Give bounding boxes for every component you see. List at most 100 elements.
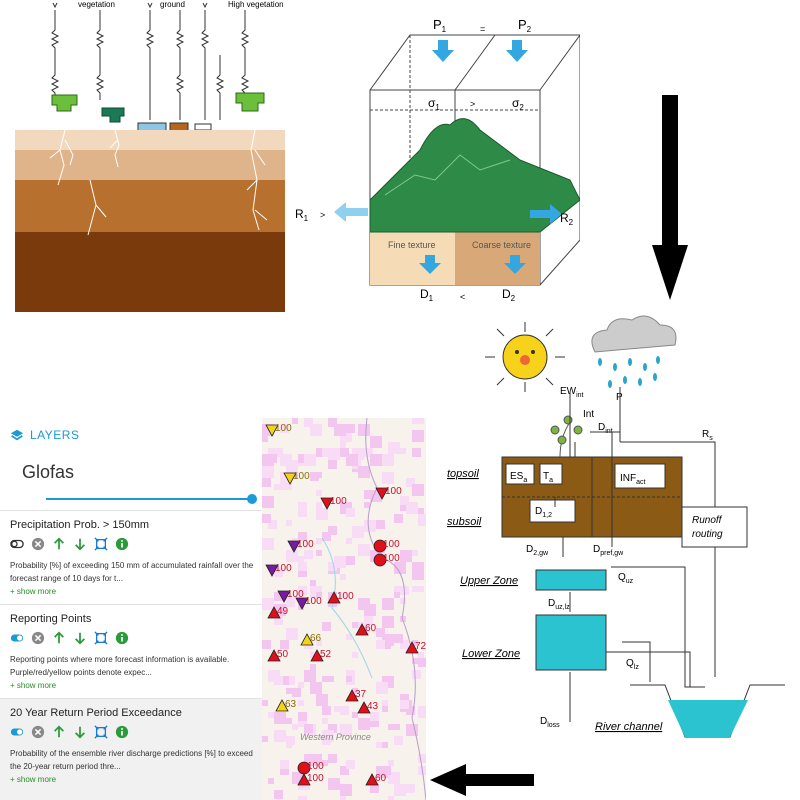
map-marker[interactable]: 66 [300,633,322,646]
marker-shape[interactable] [345,689,359,702]
map-marker[interactable]: 100 [265,563,292,577]
show-more-link[interactable]: + show more [10,587,57,596]
layers-header-label: LAYERS [30,428,80,442]
move-down-icon[interactable] [73,725,87,739]
precip-pixel [328,676,334,682]
zoom-extent-icon[interactable] [94,725,108,739]
map-marker[interactable]: 60 [365,773,387,786]
soil-layer-2 [15,150,285,180]
opacity-slider[interactable] [46,494,257,504]
marker-shape[interactable] [265,564,279,577]
precip-pixel [268,670,280,682]
toggle-on-icon[interactable] [10,631,24,645]
precip-pixel [418,418,424,424]
layer-controls [10,537,129,551]
map-canvas[interactable]: Western Province 10010010010010010010010… [262,418,426,800]
marker-shape[interactable] [373,539,387,553]
precip-pixel [346,556,355,565]
show-more-link[interactable]: + show more [10,775,57,784]
map-marker[interactable]: 63 [275,699,297,712]
marker-shape[interactable] [297,773,311,786]
precip-pixel [328,526,337,535]
marker-shape[interactable] [267,649,281,662]
toggle-off-icon[interactable] [10,537,24,551]
marker-shape[interactable] [265,424,279,437]
runoff-label-1: Runoff [692,515,723,526]
info-icon[interactable] [115,537,129,551]
zoom-extent-icon[interactable] [94,537,108,551]
remove-icon[interactable] [31,537,45,551]
precip-pixel [382,454,388,460]
marker-shape[interactable] [310,649,324,662]
marker-shape[interactable] [373,553,387,567]
map-marker[interactable]: 72 [405,641,426,654]
move-down-icon[interactable] [73,537,87,551]
move-up-icon[interactable] [52,537,66,551]
remove-icon[interactable] [31,725,45,739]
info-icon[interactable] [115,631,129,645]
marker-shape[interactable] [275,699,289,712]
marker-shape[interactable] [287,540,301,553]
marker-shape[interactable] [357,701,371,714]
d-lt: < [460,292,465,302]
marker-shape[interactable] [267,606,281,619]
move-up-icon[interactable] [52,725,66,739]
dpref-label: Dpref,gw [593,544,624,557]
map-marker[interactable]: 100 [297,773,324,786]
remove-icon[interactable] [31,631,45,645]
marker-shape[interactable] [320,497,334,510]
map-marker[interactable]: 100 [283,471,310,485]
show-more-link[interactable]: + show more [10,681,57,690]
marker-shape[interactable] [327,591,341,604]
marker-shape[interactable] [277,590,291,603]
map-marker[interactable]: 100 [373,553,400,567]
precip-pixel [298,796,307,800]
marker-shape[interactable] [295,597,309,610]
precip-pixel [418,652,424,658]
info-icon[interactable] [115,725,129,739]
precip-pixel [388,724,394,730]
precip-pixel [274,730,286,742]
move-up-icon[interactable] [52,631,66,645]
map-marker[interactable]: 100 [277,589,304,603]
map-marker[interactable]: 52 [310,649,332,662]
topsoil-label: topsoil [447,468,479,480]
marker-shape[interactable] [405,641,419,654]
texture-box-diagram: P1 = P2 σ1 > σ2 R1 > R2 Fine texture Coa… [295,17,580,303]
marker-shape[interactable] [365,773,379,786]
map-marker[interactable]: 100 [327,591,354,604]
toggle-on-icon[interactable] [10,725,24,739]
map-marker[interactable]: 49 [267,606,289,619]
precip-pixel [400,694,409,703]
map-marker[interactable]: 37 [345,689,367,702]
map-marker[interactable]: 43 [357,701,379,714]
map-marker[interactable]: 50 [267,649,289,662]
label-vegetation: vegetation [78,0,115,9]
map-marker[interactable]: 100 [373,539,400,553]
marker-shape[interactable] [375,487,389,500]
precip-pixel [382,472,394,484]
precip-pixel [268,712,274,718]
layers-header[interactable]: LAYERS [10,428,79,442]
move-down-icon[interactable] [73,631,87,645]
marker-shape[interactable] [355,623,369,636]
precip-pixel [316,550,322,556]
zoom-extent-icon[interactable] [94,631,108,645]
map-marker[interactable]: 100 [320,496,347,510]
t-label: Ta [543,471,553,484]
dint-label: Dint [598,422,613,435]
precip-pixel [412,640,418,646]
precip-pixel [418,514,426,526]
map-marker[interactable]: 100 [265,423,292,437]
map-marker[interactable]: 100 [287,539,314,553]
marker-shape[interactable] [283,472,297,485]
map-marker[interactable]: 100 [375,486,402,500]
slider-knob[interactable] [247,494,257,504]
r2-arrow [530,204,562,224]
marker-shape[interactable] [300,633,314,646]
map-marker[interactable]: 100 [295,596,322,610]
map-marker[interactable]: 60 [355,623,377,636]
marker-label: 100 [297,539,314,550]
